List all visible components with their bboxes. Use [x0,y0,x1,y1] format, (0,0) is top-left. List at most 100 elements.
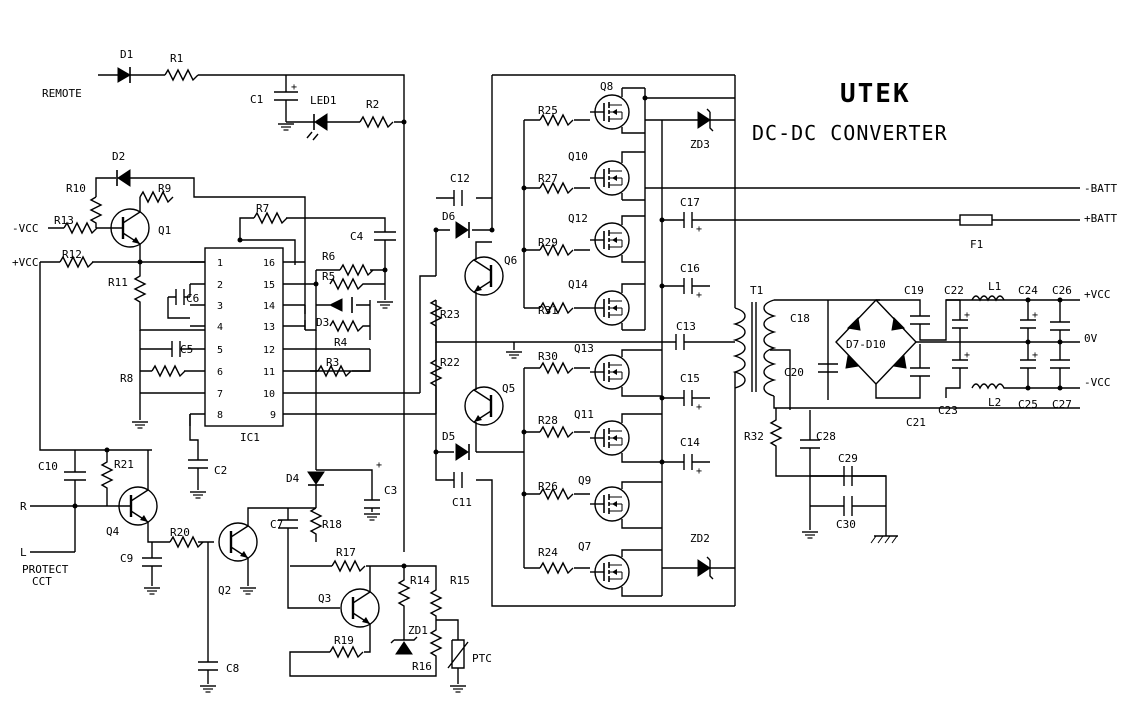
label-q11: Q11 [574,408,594,421]
label-c6: C6 [186,292,199,305]
label-c12: C12 [450,172,470,185]
label-r7: R7 [256,202,269,215]
svg-text:+: + [696,224,702,235]
ic1-pin-4: 4 [217,322,223,333]
ic1-pin-10: 10 [263,389,275,400]
push-pull-drivers: C12 D6 Q6 R23 R22 Q5 D5 C11 [419,74,735,607]
snubber-section: R32 C28 C29 C30 [744,408,899,544]
port-remote: REMOTE [42,87,82,100]
ic1-pin-6: 6 [217,367,223,378]
label-c17: C17 [680,196,700,209]
diode-d1-symbol [117,67,131,83]
label-r29: R29 [538,236,558,249]
title-text: UTEK [840,79,911,109]
ic1-pin-9: 9 [270,410,276,421]
label-c14: C14 [680,436,700,449]
label-d2: D2 [112,150,125,163]
label-c28: C28 [816,430,836,443]
port-protect-1: PROTECT [22,563,69,576]
label-c18: C18 [790,312,810,325]
label-q1: Q1 [158,224,171,237]
label-r21: R21 [114,458,134,471]
label-d3: D3 [316,316,329,329]
label-r13: R13 [54,214,74,227]
label-c15: C15 [680,372,700,385]
output-rectifier: C18 C20 D7-D10 C19 C21 + + C22 C23 L1 L2… [784,280,1111,429]
label-c7: C7 [270,518,283,531]
label-c1: C1 [250,93,263,106]
label-r15: R15 [450,574,470,587]
label-c30: C30 [836,518,856,531]
label-c16: C16 [680,262,700,275]
svg-text:+: + [376,460,382,471]
label-l1: L1 [988,280,1001,293]
label-q8: Q8 [600,80,613,93]
label-q14: Q14 [568,278,588,291]
protect-section: + C3 D4 R18 C10 R21 R L PROTECT CCT Q4 R… [20,447,492,693]
transformer-t1: T1 [732,284,1080,410]
label-c25: C25 [1018,398,1038,411]
label-r8: R8 [120,372,133,385]
label-c5: C5 [180,343,193,356]
ic1-pin-1: 1 [217,258,223,269]
port-neg-batt: -BATT [1084,182,1117,195]
label-r2: R2 [366,98,379,111]
label-r27: R27 [538,172,558,185]
label-c23: C23 [938,404,958,417]
label-r23: R23 [440,308,460,321]
fuse-f1-symbol [959,214,993,226]
label-q6: Q6 [504,254,517,267]
label-t1: T1 [750,284,763,297]
svg-text:+: + [964,350,970,361]
label-c27: C27 [1052,398,1072,411]
label-zd1: ZD1 [408,624,428,637]
port-protect-2: CCT [32,575,52,588]
label-d5: D5 [442,430,455,443]
label-led1: LED1 [310,94,337,107]
port-neg-vcc-in: -VCC [12,222,39,235]
ic1-pin-7: 7 [217,389,223,400]
port-r: R [20,500,27,513]
input-filter: ZD3 ZD2 -BATT + C17 F1 +BATT + C16 C13 +… [645,75,1117,606]
label-d7-d10: D7-D10 [846,338,886,351]
label-r28: R28 [538,414,558,427]
label-r10: R10 [66,182,86,195]
label-r19: R19 [334,634,354,647]
label-c11: C11 [452,496,472,509]
label-q3: Q3 [318,592,331,605]
label-r32: R32 [744,430,764,443]
ic1-pin-13: 13 [263,322,275,333]
label-r11: R11 [108,276,128,289]
label-r30: R30 [538,350,558,363]
port-l: L [20,546,27,559]
svg-text:+: + [1032,310,1038,321]
label-r17: R17 [336,546,356,559]
label-q9: Q9 [578,474,591,487]
ic1-pin-16: 16 [263,258,275,269]
ic1-pin-5: 5 [217,345,223,356]
label-r20: R20 [170,526,190,539]
label-r9: R9 [158,182,171,195]
label-c3: C3 [384,484,397,497]
label-c10: C10 [38,460,58,473]
port-zero-v: 0V [1084,332,1098,345]
label-r31: R31 [538,304,558,317]
label-r4: R4 [334,336,348,349]
label-zd2: ZD2 [690,532,710,545]
label-c13: C13 [676,320,696,333]
port-pos-vcc-in: +VCC [12,256,39,269]
label-r6: R6 [322,250,335,263]
svg-text:+: + [696,402,702,413]
label-c20: C20 [784,366,804,379]
label-c2: C2 [214,464,227,477]
remote-circuit: D1 R1 REMOTE + C1 LED1 R2 [42,48,407,552]
label-r25: R25 [538,104,558,117]
label-c24: C24 [1018,284,1038,297]
port-pos-batt: +BATT [1084,212,1117,225]
label-zd3: ZD3 [690,138,710,151]
ic1-chip: IC1 1 2 3 4 5 6 7 8 16 15 14 13 12 11 10… [120,247,436,499]
svg-text:+: + [696,466,702,477]
label-r18: R18 [322,518,342,531]
ic1-pin-3: 3 [217,301,223,312]
